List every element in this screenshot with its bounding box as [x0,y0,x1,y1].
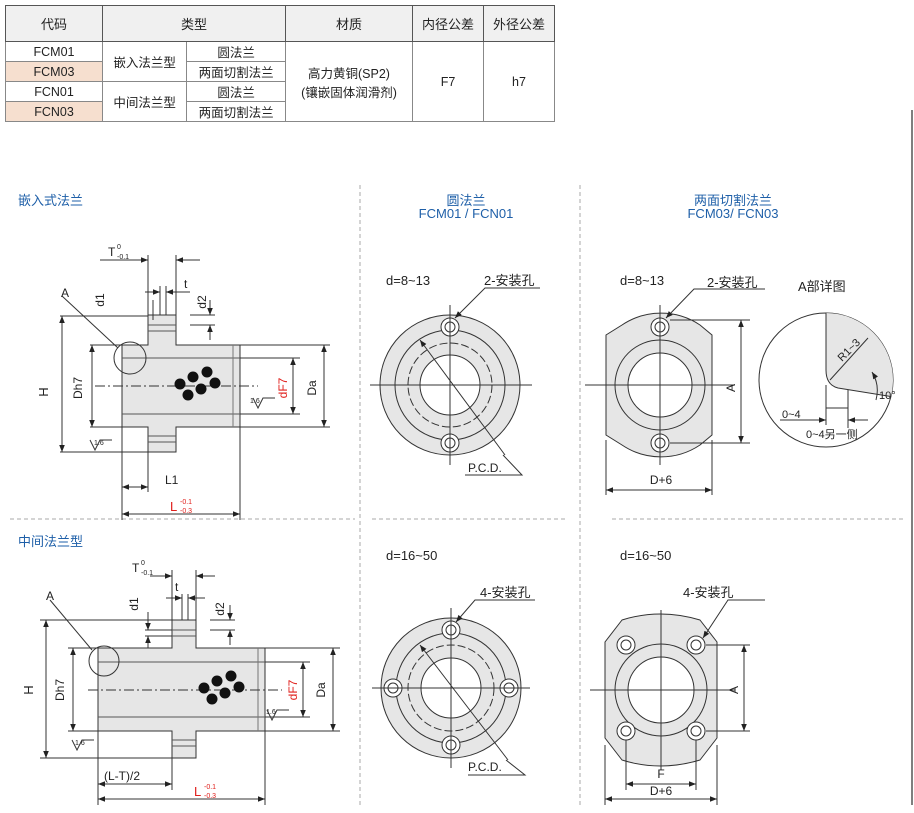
roughness-mark: 1.6 [94,440,104,447]
dim-dF7: dF7 [276,377,290,398]
dim-dF7: dF7 [286,679,300,700]
dim-LT: (L-T)/2 [104,769,140,783]
cut-flange-title: 两面切割法兰 [693,193,773,208]
d-range-small-cut: d=8~13 [620,273,665,288]
dim-D6: D+6 [650,784,673,798]
dim-L: L [194,784,201,799]
pcd-label: P.C.D. [468,461,502,475]
dim-H: H [36,387,51,396]
roughness-mark: 1.6 [266,709,276,716]
dim-L-tol-low: -0.3 [204,793,216,800]
dim-A: A [727,686,741,694]
dim-Da: Da [314,682,328,698]
dim-F: F [657,767,664,781]
round-flange-codes: FCM01 / FCN01 [418,206,514,221]
separator-lines [10,185,905,805]
code-cell: FCM03 [5,61,103,82]
header-outer-tol: 外径公差 [483,5,555,42]
table-row: FCM03 两面切割法兰 [5,61,555,82]
d-range-large-round: d=16~50 [386,548,438,563]
roughness-mark: 1.6 [75,740,85,747]
dim-L-tol-up: -0.1 [180,499,192,506]
round-flange-title: 圆法兰 [446,193,486,208]
dim-Da: Da [305,380,319,396]
label-A: A [46,589,54,603]
dim-T-tol-low: -0.1 [117,254,129,261]
middle-flange-side-view: H Dh7 dF7 Da A d1 d2 t T 0 -0.1 (L-T)/2 … [21,560,340,805]
header-code: 代码 [5,5,103,42]
material-cell: 高力黄铜(SP2) (镶嵌固体润滑剂) [285,41,413,122]
dim-T: T [132,561,140,575]
outer-tol-cell: h7 [483,41,555,122]
section-middle-title: 中间法兰型 [18,534,84,549]
type-group-cell: 中间法兰型 [101,81,188,122]
detail-a-view: R1~3 10° 0~4 0~4另一侧 [758,312,896,448]
dim-d1: d1 [93,293,107,307]
cut-flange-codes: FCM03/ FCN03 [687,206,779,221]
mounting-holes-label: 4-安装孔 [480,585,531,600]
table-row: FCN03 两面切割法兰 [5,101,555,122]
dim-L-tol-up: -0.1 [204,784,216,791]
dim-Dh7: Dh7 [71,377,85,399]
dim-T-tol-up: 0 [117,244,121,251]
dim-0-4-other-side: 0~4另一侧 [806,428,858,441]
detail-a-title: A部详图 [798,279,846,294]
dim-T-tol-up: 0 [141,560,145,567]
section-embedded-title: 嵌入式法兰 [18,193,84,208]
pcd-label: P.C.D. [468,760,502,774]
code-cell: FCN03 [5,101,103,122]
mounting-holes-label: 4-安装孔 [683,585,734,600]
mounting-holes-label: 2-安装孔 [707,275,758,290]
table-row: FCM01 嵌入法兰型 圆法兰 高力黄铜(SP2)(镶嵌固体润滑剂) F7 h7 [5,41,555,122]
subtype-cell: 圆法兰 [186,81,286,102]
dim-t: t [184,277,188,291]
mounting-holes-label: 2-安装孔 [484,273,535,288]
dim-d2: d2 [213,602,227,616]
roughness-mark: 1.6 [250,398,260,405]
round-flange-2hole-front-view: P.C.D. 2-安装孔 [370,273,540,476]
inner-tol-cell: F7 [412,41,484,122]
dim-t: t [175,580,179,594]
cut-flange-2hole-front-view: A D+6 2-安装孔 [585,275,765,495]
material-line1: 高力黄铜(SP2) [308,66,390,81]
dim-D6: D+6 [650,473,673,487]
dim-d1: d1 [127,597,141,611]
material-line2: (镶嵌固体润滑剂) [301,85,397,100]
dim-0-4: 0~4 [782,409,801,421]
table-row: FCN01 中间法兰型 圆法兰 [5,81,555,122]
dim-Dh7: Dh7 [53,679,67,701]
subtype-cell: 两面切割法兰 [186,61,286,82]
dim-L-tol-low: -0.3 [180,508,192,515]
embedded-flange-side-view: H Dh7 dF7 Da A d1 d2 t T 0 -0.1 L1 L -0.… [36,244,330,520]
spec-table: 代码 类型 材质 内径公差 外径公差 FCM01 嵌入法兰型 圆法兰 高力黄铜(… [5,5,555,122]
dim-T-tol-low: -0.1 [141,570,153,577]
dim-L: L [170,499,177,514]
dim-A: A [724,384,738,392]
dim-angle: 10° [879,390,896,402]
d-range-small-round: d=8~13 [386,273,431,288]
label-A: A [61,286,69,300]
dim-T: T [108,245,116,259]
dim-L1: L1 [165,473,179,487]
subtype-cell: 两面切割法兰 [186,101,286,122]
dim-d2: d2 [195,295,209,309]
round-flange-4hole-front-view: P.C.D. 4-安装孔 [372,585,535,776]
dim-H: H [21,685,36,694]
d-range-large-cut: d=16~50 [620,548,672,563]
cut-flange-4hole-front-view: A F D+6 4-安装孔 [590,585,765,805]
